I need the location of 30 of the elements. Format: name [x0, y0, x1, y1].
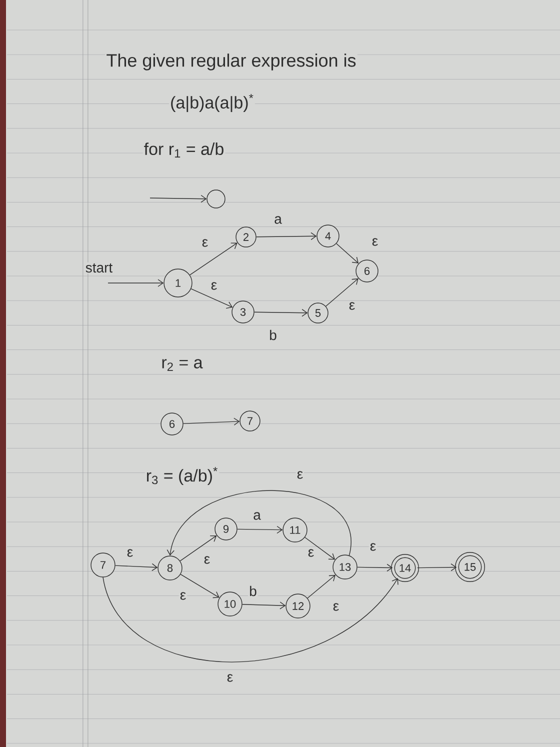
edge-label: a	[273, 215, 283, 225]
arrow	[190, 288, 233, 309]
arrow	[183, 418, 240, 426]
sub-expression-text: for r$_{1}$ = a/b	[142, 142, 226, 158]
arrow	[237, 526, 283, 534]
edge-label: b	[268, 328, 278, 342]
edge-label: a	[252, 511, 262, 521]
arrow	[180, 535, 217, 562]
sub-expression-text: r$_{3}$ = (a/b)$^{*}$	[144, 466, 220, 486]
arrow	[304, 537, 336, 560]
arrow	[242, 602, 286, 610]
arrow	[417, 563, 457, 572]
arrow	[307, 574, 336, 598]
sub-expression-text: r$_{2}$ = a	[160, 358, 204, 372]
arrow	[326, 278, 358, 307]
arrow	[190, 242, 238, 276]
title: The given regular expression is	[105, 52, 358, 72]
arrow	[357, 564, 393, 572]
arrow	[254, 308, 308, 317]
empty-circle	[206, 190, 226, 208]
arrow	[114, 563, 158, 572]
arrow	[150, 194, 207, 203]
arrow	[166, 490, 352, 556]
expression-text: (a|b)a(a|b)$^{*}$	[169, 92, 255, 114]
arrow	[108, 279, 164, 287]
arrow	[180, 574, 220, 598]
edge-label: b	[248, 584, 258, 598]
arrow	[102, 577, 398, 662]
arrow	[336, 243, 359, 264]
arrow	[256, 232, 317, 240]
